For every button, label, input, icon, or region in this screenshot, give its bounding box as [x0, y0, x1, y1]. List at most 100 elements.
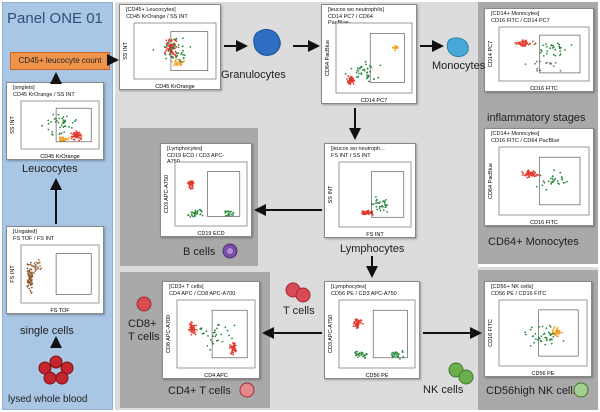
- event-dot: [61, 117, 64, 120]
- event-dot: [355, 351, 357, 353]
- event-dot: [542, 55, 545, 57]
- label-monocytes: Monocytes: [432, 60, 486, 72]
- label-inflammatory-stages: inflammatory stages: [487, 112, 586, 124]
- event-dot: [229, 346, 231, 349]
- event-dot: [33, 262, 36, 265]
- event-dot: [539, 174, 542, 177]
- event-dot: [347, 75, 350, 78]
- y-axis-label: CD64 PacBlue: [325, 40, 331, 76]
- event-dot: [554, 331, 557, 334]
- event-dot: [194, 212, 196, 215]
- event-dot: [394, 49, 397, 52]
- y-axis-label: CD3 APC-A750: [164, 175, 170, 213]
- event-dot: [188, 183, 191, 185]
- event-dot: [354, 322, 356, 325]
- event-dot: [546, 61, 549, 64]
- label-single-cells: single cells: [20, 325, 74, 337]
- event-dot: [214, 329, 216, 332]
- plot-axes: [498, 26, 590, 82]
- event-dot: [27, 263, 30, 266]
- event-dot: [529, 345, 532, 347]
- event-dot: [553, 169, 555, 172]
- event-dot: [570, 44, 573, 46]
- event-dot: [361, 352, 364, 354]
- event-dot: [217, 324, 219, 327]
- event-dot: [232, 212, 234, 215]
- event-dot: [74, 120, 76, 122]
- event-dot: [165, 43, 168, 46]
- event-dot: [527, 172, 530, 174]
- event-dot: [523, 174, 526, 177]
- event-dot: [385, 206, 387, 208]
- event-dot: [164, 45, 166, 48]
- event-dot: [189, 216, 192, 218]
- event-dot: [544, 343, 547, 346]
- event-dot: [551, 178, 554, 180]
- event-dot: [231, 342, 234, 344]
- event-dot: [165, 57, 167, 60]
- x-axis-label: CD16 FITC: [530, 86, 558, 92]
- event-dot: [71, 122, 74, 124]
- event-dot: [396, 355, 399, 358]
- event-dot: [28, 276, 31, 279]
- event-dot: [65, 137, 68, 140]
- event-dot: [545, 45, 548, 48]
- event-dot: [191, 185, 193, 188]
- plot-cd14-stages: [CD14+ Monocytes] CD16 FITC / CD14 PC7 C…: [484, 8, 594, 92]
- x-axis-label: CD19 ECD: [197, 231, 224, 237]
- event-dot: [195, 329, 198, 331]
- event-dot: [73, 131, 76, 134]
- event-dot: [367, 209, 370, 212]
- event-dot: [530, 174, 533, 177]
- event-dot: [539, 69, 542, 72]
- event-dot: [549, 332, 551, 335]
- event-dot: [527, 169, 530, 172]
- event-dot: [525, 333, 527, 336]
- event-dot: [62, 139, 65, 142]
- plot-title: [leucos wo neutroph... FS INT / SS INT: [331, 146, 385, 159]
- b-cell-icon-inner: [227, 248, 233, 254]
- event-dot: [534, 333, 537, 335]
- x-axis-label: CD45 KrOrange: [155, 84, 194, 90]
- event-dot: [70, 132, 72, 135]
- event-dot: [559, 54, 561, 57]
- event-dot: [353, 79, 356, 82]
- event-dot: [358, 352, 361, 355]
- event-dot: [201, 332, 204, 335]
- event-dot: [231, 350, 233, 353]
- event-dot: [220, 333, 223, 336]
- event-dot: [226, 214, 229, 217]
- event-dot: [175, 46, 178, 48]
- event-dot: [546, 52, 548, 55]
- event-dot: [362, 212, 365, 214]
- event-dot: [530, 326, 533, 329]
- event-dot: [391, 354, 394, 357]
- event-dot: [524, 42, 527, 45]
- event-dot: [559, 53, 562, 55]
- event-dot: [364, 356, 366, 359]
- event-dot: [63, 125, 66, 127]
- cd4-t-cell-icon: [239, 382, 255, 398]
- event-dot: [181, 51, 183, 54]
- event-dot: [357, 326, 359, 328]
- plot-title: [Ungated] FS TOF / FS INT: [13, 229, 55, 242]
- event-dot: [230, 213, 233, 216]
- event-dot: [28, 282, 31, 285]
- event-dot: [549, 62, 551, 64]
- event-dot: [62, 119, 65, 121]
- event-dot: [47, 119, 50, 122]
- event-dot: [168, 47, 171, 50]
- event-dot: [175, 58, 178, 61]
- label-b-cells: B cells: [183, 246, 216, 258]
- event-dot: [164, 51, 167, 53]
- event-dot: [375, 205, 378, 208]
- plot-title: [Lymphocytes] CD19 ECD / CD3 APC- A750: [167, 146, 225, 165]
- event-dot: [78, 139, 81, 142]
- plot-cd56-nk: [CD56+ NK cells] CD56 PE / CD16 FITC CD5…: [484, 281, 592, 377]
- event-dot: [164, 53, 167, 56]
- event-dot: [166, 45, 168, 47]
